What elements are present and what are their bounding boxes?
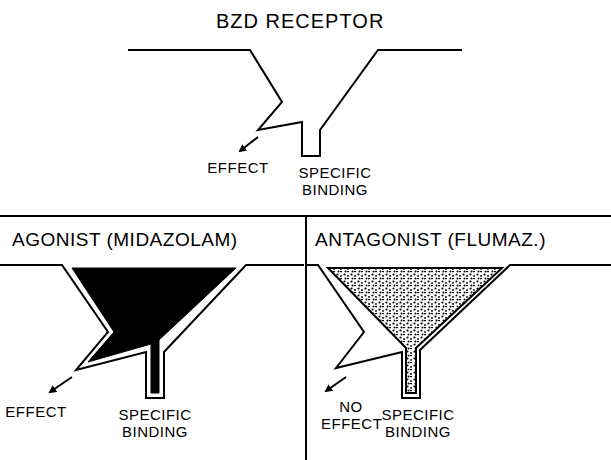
part-label: EFFECT (203, 159, 273, 176)
receptor-outline (0, 265, 304, 398)
antagonist-shape (328, 268, 502, 393)
receptor-outline (307, 265, 611, 398)
receptor-outline (128, 50, 462, 156)
no-effect-arrow (326, 377, 346, 391)
effect-arrow (50, 377, 72, 392)
effect-arrow (240, 137, 258, 151)
part-label: NO EFFECT (321, 398, 381, 433)
part-label: SPECIFIC BINDING (373, 406, 463, 441)
part-label: EFFECT (3, 403, 69, 420)
part-label: SPECIFIC BINDING (110, 406, 200, 441)
diagram-title: BZD RECEPTOR (216, 10, 384, 33)
panel-heading: ANTAGONIST (FLUMAZ.) (315, 229, 546, 251)
panel-box: AGONIST (MIDAZOLAM) EFFECT SPECIFIC BINDIN… (0, 215, 305, 460)
panel-heading: AGONIST (MIDAZOLAM) (12, 229, 238, 251)
part-label: SPECIFIC BINDING (290, 164, 380, 199)
agonist-shape (72, 268, 236, 393)
panel-box: ANTAGONIST (FLUMAZ.) NO EFFECTSPECIFIC BI… (305, 215, 611, 460)
